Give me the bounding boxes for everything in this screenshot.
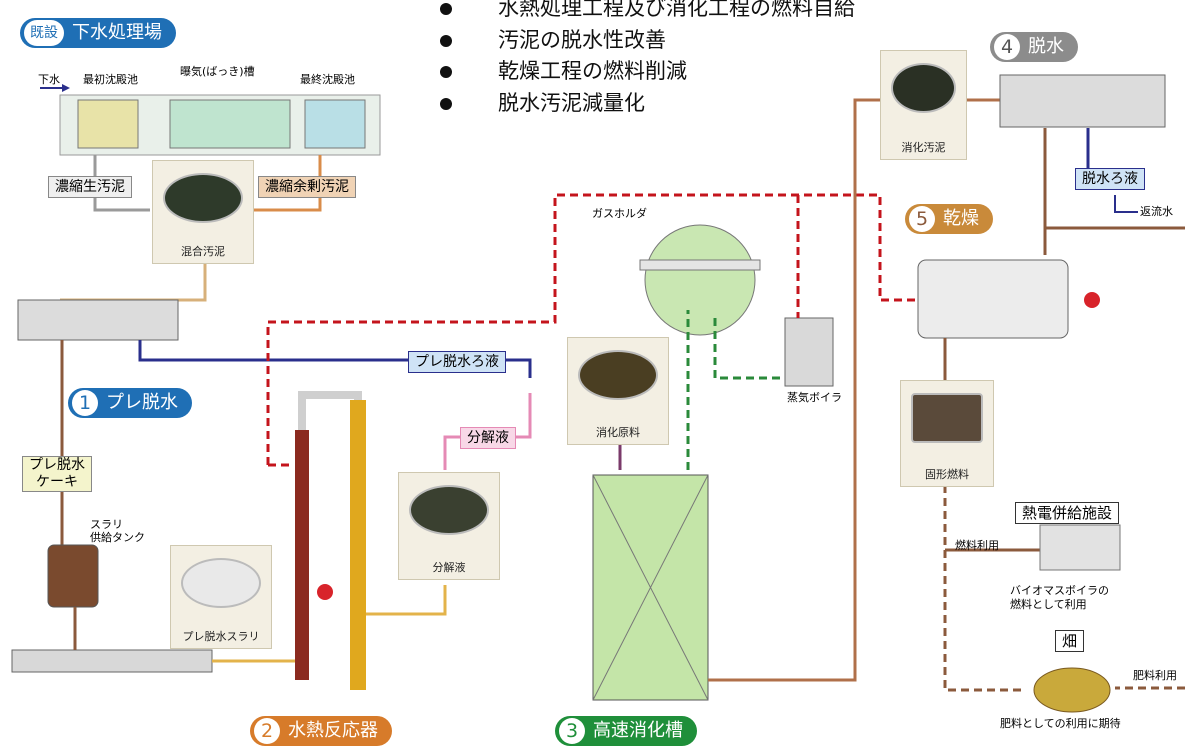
thick-raw-box: 濃縮生汚泥 bbox=[48, 176, 132, 198]
dryer bbox=[917, 259, 1069, 339]
thick-excess-box: 濃縮余剰汚泥 bbox=[258, 176, 356, 198]
slurry-tank-label: スラリ供給タンク bbox=[90, 518, 145, 544]
mixed-sludge-photo: 混合汚泥 bbox=[152, 160, 254, 264]
fuel-use-label: 燃料利用 bbox=[955, 539, 999, 552]
pre-slurry-photo: プレ脱水スラリ bbox=[170, 545, 272, 649]
digested-sludge-photo: 消化汚泥 bbox=[880, 50, 967, 160]
decomp-liquid-box: 分解液 bbox=[460, 427, 516, 449]
solid-fuel-photo: 固形燃料 bbox=[900, 380, 994, 487]
fert-expect-label: 肥料としての利用に期待 bbox=[1000, 717, 1121, 730]
gas-holder bbox=[644, 224, 756, 336]
chp-title: 熱電併給施設 bbox=[1015, 502, 1120, 524]
basin2-label: 曝気(ばっき)槽 bbox=[180, 65, 255, 78]
gas-holder-label: ガスホルダ bbox=[592, 207, 647, 220]
pre-cake-box: プレ脱水ケーキ bbox=[22, 456, 92, 492]
plant-badge: 既設 bbox=[24, 20, 64, 46]
bullet-3: 乾燥工程の燃料削減 bbox=[440, 55, 687, 85]
slurry-tank bbox=[47, 544, 99, 608]
basin1-label: 最初沈殿池 bbox=[83, 73, 138, 86]
pre-dewater-machine bbox=[17, 299, 179, 341]
reactor-tube-left bbox=[295, 430, 309, 680]
dewater-machine bbox=[999, 74, 1166, 128]
slurry-pump bbox=[11, 649, 213, 673]
plant-title-pill: 既設下水処理場 bbox=[20, 18, 176, 48]
decomp-liquid-photo: 分解液 bbox=[398, 472, 500, 580]
pre-filtrate-box: プレ脱水ろ液 bbox=[408, 351, 506, 373]
sewage-basins bbox=[40, 84, 381, 156]
bullet-1: 水熱処理工程及び消化工程の燃料自給 bbox=[440, 0, 855, 22]
fert-use-label: 肥料利用 bbox=[1133, 669, 1177, 682]
steam-boiler-label: 蒸気ボイラ bbox=[787, 391, 842, 404]
field-title: 畑 bbox=[1055, 630, 1085, 652]
plant-title: 下水処理場 bbox=[72, 22, 162, 43]
bullet-4: 脱水汚泥減量化 bbox=[440, 87, 645, 117]
digestion-feed-photo: 消化原料 bbox=[567, 337, 669, 445]
steam-boiler bbox=[784, 317, 834, 387]
basin3-label: 最終沈殿池 bbox=[300, 73, 355, 86]
inlet-label: 下水 bbox=[38, 73, 60, 86]
reactor-tube-right bbox=[350, 400, 366, 690]
field-crop-icon bbox=[1033, 667, 1111, 713]
dewater-filtrate-box: 脱水ろ液 bbox=[1075, 168, 1145, 190]
return-water-label: 返流水 bbox=[1140, 205, 1173, 218]
chp-plant-icon bbox=[1039, 524, 1121, 571]
biomass-label: バイオマスボイラの燃料として利用 bbox=[1010, 584, 1109, 611]
bullet-2: 汚泥の脱水性改善 bbox=[440, 24, 666, 54]
